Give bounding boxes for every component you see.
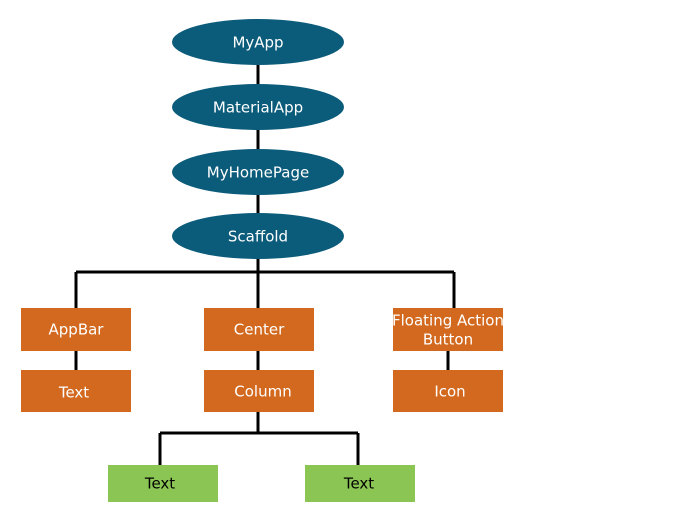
node-icon-label: Icon (434, 383, 465, 401)
node-column-text-left: Text (108, 465, 218, 502)
node-appbar-text-shape (21, 370, 131, 412)
node-column: Column (204, 370, 314, 412)
node-icon-shape (393, 370, 503, 412)
node-scaffold-label: Scaffold (228, 228, 288, 246)
node-myhomepage-shape (172, 149, 344, 195)
node-myhomepage: MyHomePage (172, 149, 344, 195)
node-fab-shape (393, 308, 503, 351)
node-myapp-label: MyApp (232, 34, 283, 52)
node-column-text-left-label: Text (144, 475, 175, 493)
node-appbar-text: Text (21, 370, 131, 412)
node-column-text-right-label: Text (343, 475, 374, 493)
node-center: Center (204, 308, 314, 351)
node-scaffold-shape (172, 213, 344, 259)
node-myapp-shape (172, 19, 344, 65)
node-materialapp: MaterialApp (172, 84, 344, 130)
node-column-text-right-shape (305, 465, 415, 502)
node-myhomepage-label: MyHomePage (207, 164, 309, 182)
node-icon: Icon (393, 370, 503, 412)
node-column-text-left-shape (108, 465, 218, 502)
node-fab-label-line2: Button (423, 331, 473, 349)
node-appbar: AppBar (21, 308, 131, 351)
node-floating-action-button: Floating Action Button (392, 308, 504, 351)
node-appbar-text-label: Text (58, 384, 89, 402)
node-center-label: Center (234, 321, 285, 339)
node-fab-label-line1: Floating Action (392, 312, 504, 330)
node-column-label: Column (234, 383, 291, 401)
node-center-shape (204, 308, 314, 351)
edges (74, 62, 456, 465)
node-appbar-label: AppBar (49, 321, 105, 339)
node-myapp: MyApp (172, 19, 344, 65)
node-materialapp-shape (172, 84, 344, 130)
node-scaffold: Scaffold (172, 213, 344, 259)
node-column-shape (204, 370, 314, 412)
node-materialapp-label: MaterialApp (213, 99, 303, 117)
node-appbar-shape (21, 308, 131, 351)
node-column-text-right: Text (305, 465, 415, 502)
